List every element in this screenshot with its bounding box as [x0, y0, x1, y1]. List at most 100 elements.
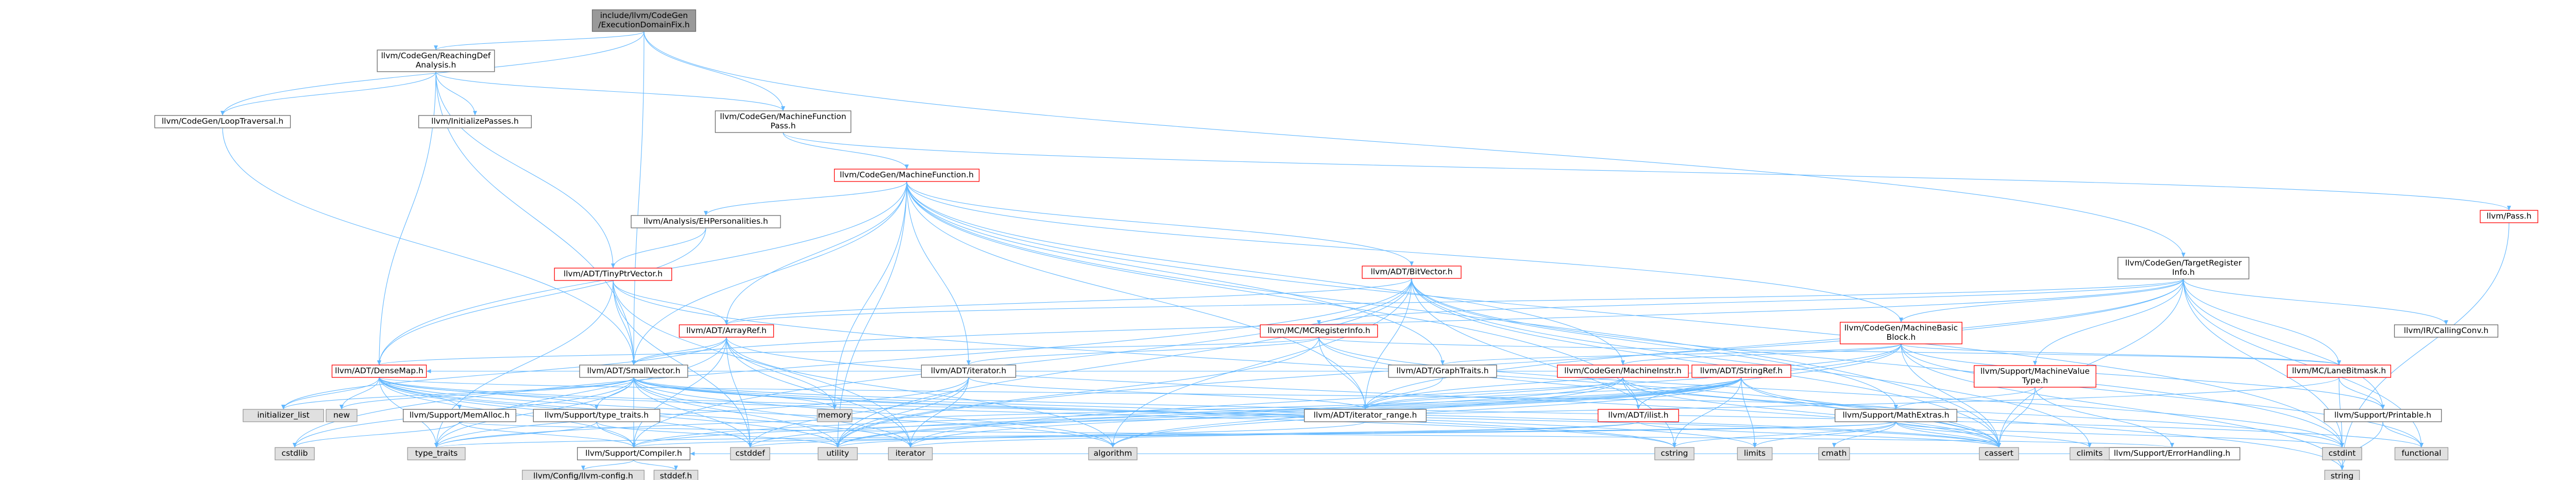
node-iterrange[interactable]: llvm/ADT/iterator_range.h — [1304, 409, 1427, 422]
node-stringref[interactable]: llvm/ADT/StringRef.h — [1691, 365, 1791, 378]
node-memory[interactable]: memory — [817, 409, 853, 422]
edge-stringref-to-algorithm — [1111, 377, 1742, 448]
node-mcallingconv[interactable]: llvm/IR/CallingConv.h — [2394, 324, 2499, 338]
edge — [836, 421, 1366, 448]
node-lanebitmask[interactable]: llvm/MC/LaneBitmask.h — [2286, 365, 2392, 378]
node-pass[interactable]: llvm/Pass.h — [2480, 210, 2538, 223]
edge — [1901, 343, 2385, 410]
node-new[interactable]: new — [326, 409, 358, 422]
edge-bitvector-to-arrayref — [724, 278, 1412, 325]
edge — [836, 278, 1412, 448]
node-utility[interactable]: utility — [818, 447, 858, 460]
edge — [379, 377, 1676, 448]
edge-tri-to-mvt — [2033, 278, 2184, 366]
node-cstdint[interactable]: cstdint — [2322, 447, 2362, 460]
edge — [596, 421, 840, 448]
node-box — [326, 409, 358, 422]
node-box — [154, 115, 291, 128]
edge — [1741, 377, 2344, 471]
node-box — [2070, 447, 2110, 460]
edge — [1901, 343, 2344, 471]
node-label: llvm/Support/MathExtras.h — [1842, 410, 1949, 420]
node-climits[interactable]: climits — [2070, 447, 2110, 460]
node-cassert[interactable]: cassert — [1979, 447, 2019, 460]
node-memalloc[interactable]: llvm/Support/MemAlloc.h — [403, 409, 517, 422]
node-printable[interactable]: llvm/Support/Printable.h — [2324, 409, 2442, 422]
node-arrayref[interactable]: llvm/ADT/ArrayRef.h — [679, 324, 774, 338]
node-bitvector[interactable]: llvm/ADT/BitVector.h — [1362, 266, 1462, 279]
edge-machineinstr-to-iterrange — [1363, 377, 1623, 410]
edge-mf-to-iterator — [906, 181, 971, 366]
node-box — [1557, 365, 1689, 378]
node-stddef_h[interactable]: stddef.h — [653, 470, 699, 480]
node-string[interactable]: string — [2324, 470, 2360, 480]
edge — [2382, 421, 2424, 448]
edge — [434, 31, 645, 51]
edge — [833, 181, 907, 410]
node-looptraversal[interactable]: llvm/CodeGen/LoopTraversal.h — [154, 115, 291, 128]
node-label: /ExecutionDomainFix.h — [598, 20, 689, 29]
node-initlist[interactable]: initializer_list — [243, 409, 324, 422]
node-densemap[interactable]: llvm/ADT/DenseMap.h — [331, 365, 427, 378]
node-tinyptr[interactable]: llvm/ADT/TinyPtrVector.h — [554, 268, 672, 281]
node-label: algorithm — [1094, 449, 1132, 458]
node-errhandling[interactable]: llvm/Support/ErrorHandling.h — [2104, 447, 2241, 460]
node-box — [818, 447, 858, 460]
edge — [906, 181, 1625, 366]
node-mcreginfo[interactable]: llvm/MC/MCRegisterInfo.h — [1260, 324, 1378, 338]
edge-smallvector-to-algorithm — [633, 377, 1115, 448]
edge-mvt-to-cassert — [1997, 387, 2036, 448]
node-machineinstr[interactable]: llvm/CodeGen/MachineInstr.h — [1557, 365, 1689, 378]
node-cstring[interactable]: cstring — [1654, 447, 1694, 460]
node-compiler[interactable]: llvm/Support/Compiler.h — [577, 447, 691, 460]
node-label: llvm/ADT/BitVector.h — [1370, 267, 1452, 276]
node-label: llvm/Pass.h — [2486, 211, 2531, 221]
edge — [632, 377, 2340, 448]
node-type_traits[interactable]: type_traits — [407, 447, 466, 460]
node-cstdlib[interactable]: cstdlib — [275, 447, 315, 460]
node-llvmconfig[interactable]: llvm/Config/llvm-config.h — [522, 470, 645, 480]
edge-tri-to-utility — [836, 278, 2184, 448]
node-box — [1304, 409, 1427, 422]
node-iterator_std[interactable]: iterator — [888, 447, 933, 460]
edge — [724, 278, 1412, 325]
node-algorithm[interactable]: algorithm — [1088, 447, 1138, 460]
node-root[interactable]: include/llvm/CodeGen/ExecutionDomainFix.… — [591, 9, 697, 32]
node-cstddef[interactable]: cstddef — [730, 447, 770, 460]
node-label: llvm/ADT/DenseMap.h — [335, 366, 423, 375]
node-limits[interactable]: limits — [1737, 447, 1773, 460]
node-cmath[interactable]: cmath — [1818, 447, 1850, 460]
node-box — [1974, 365, 2096, 388]
edge-memalloc-to-cstdlib — [293, 421, 460, 448]
nodes-layer: include/llvm/CodeGen/ExecutionDomainFix.… — [154, 9, 2538, 480]
edge-stringref-to-cstddef — [748, 377, 1742, 448]
node-smallvector[interactable]: llvm/ADT/SmallVector.h — [579, 365, 688, 378]
edge-mathextras-to-cmath — [1832, 421, 1896, 448]
node-mathextras[interactable]: llvm/Support/MathExtras.h — [1835, 409, 1957, 422]
node-mf[interactable]: llvm/CodeGen/MachineFunction.h — [834, 169, 980, 182]
node-iterator[interactable]: llvm/ADT/iterator.h — [921, 365, 1016, 378]
edge — [377, 337, 1319, 366]
node-ehpers[interactable]: llvm/Analysis/EHPersonalities.h — [631, 215, 781, 228]
edge-mf-to-bitvector — [906, 181, 1414, 267]
node-initpasses[interactable]: llvm/InitializePasses.h — [418, 115, 532, 128]
node-functional[interactable]: functional — [2394, 447, 2449, 460]
node-label: cmath — [1821, 449, 1846, 458]
node-ilist[interactable]: llvm/ADT/ilist.h — [1598, 409, 1679, 422]
edge — [434, 280, 614, 448]
node-label: llvm/ADT/StringRef.h — [1700, 366, 1783, 375]
edge-smallvector-to-initlist — [281, 377, 634, 410]
node-typetraits_llvm[interactable]: llvm/Support/type_traits.h — [533, 409, 660, 422]
node-graphtraits[interactable]: llvm/ADT/GraphTraits.h — [1388, 365, 1497, 378]
edge — [1997, 278, 2184, 448]
edge-ehpers-to-tinyptr — [611, 227, 706, 269]
edge-bitvector-to-cstdlib — [293, 278, 1412, 448]
edge-looptraversal-to-smallvector — [222, 127, 636, 366]
edge-smallvector-to-new — [340, 377, 634, 410]
edge-typetraits_llvm-to-type_traits — [434, 421, 597, 448]
